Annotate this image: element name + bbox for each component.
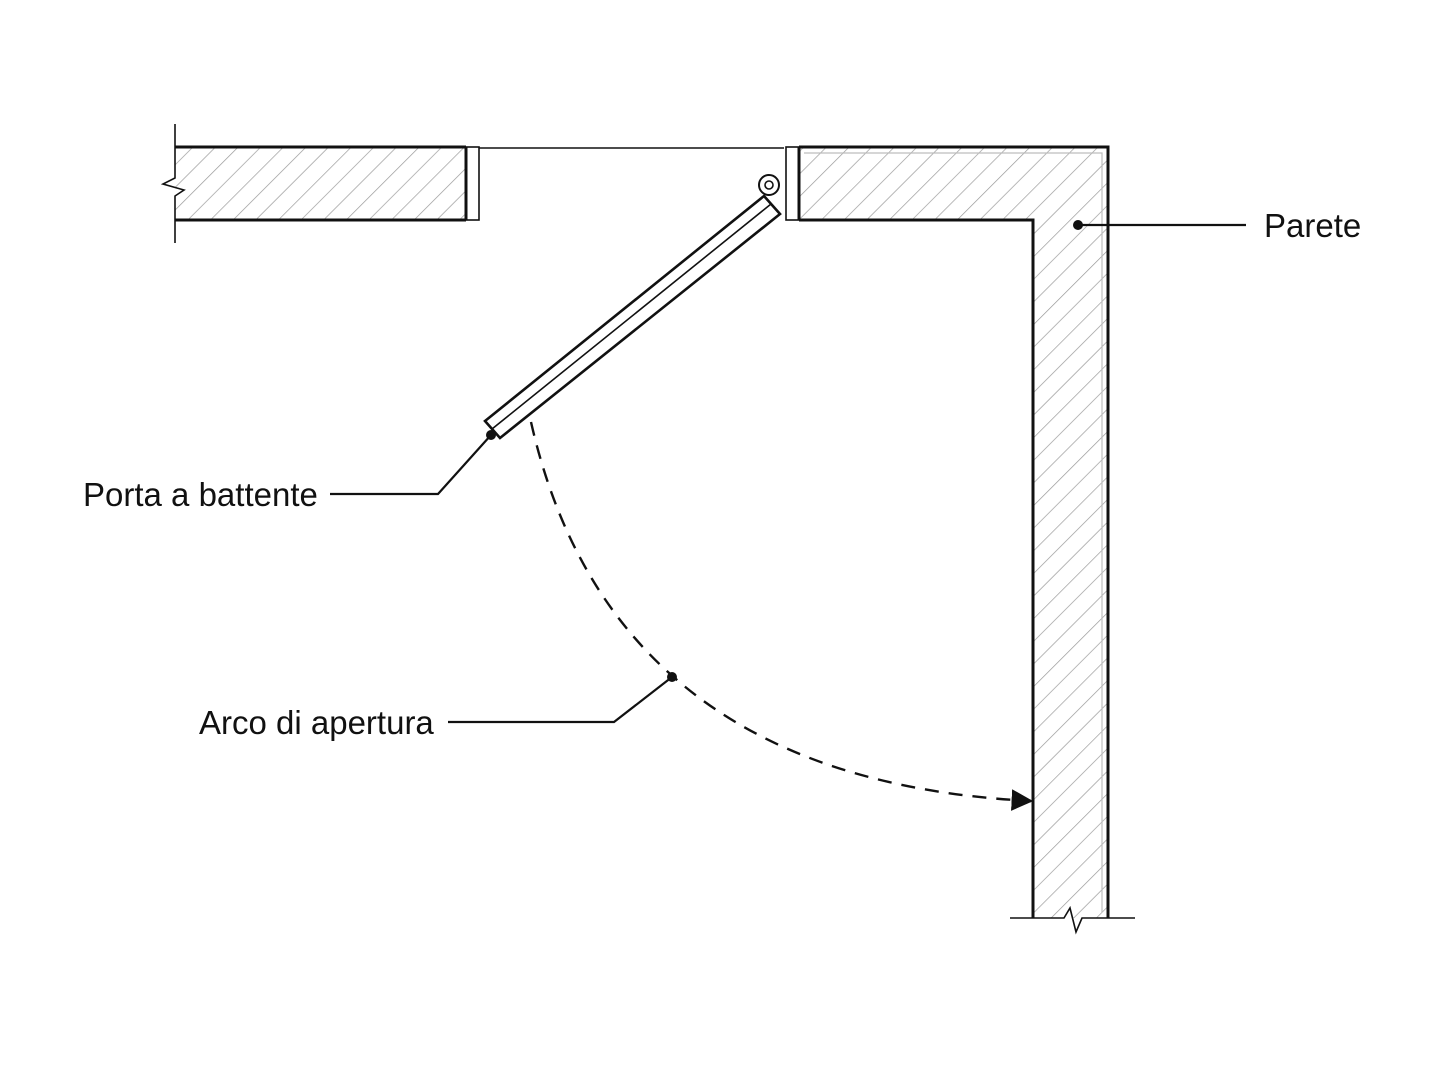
left-wall-segment xyxy=(160,124,480,243)
door-label: Porta a battente xyxy=(83,476,318,513)
callout-wall: Parete xyxy=(1073,207,1361,244)
break-line-bottom xyxy=(1010,905,1135,935)
arc-label: Arco di apertura xyxy=(199,704,434,741)
door-leaf xyxy=(483,194,782,440)
wall-label: Parete xyxy=(1264,207,1361,244)
break-line-left xyxy=(160,124,186,243)
callout-arc: Arco di apertura xyxy=(199,672,677,741)
corner-wall xyxy=(785,145,1135,935)
callout-door: Porta a battente xyxy=(83,430,496,513)
hinge-icon xyxy=(758,174,780,196)
swing-arc xyxy=(529,421,1034,811)
